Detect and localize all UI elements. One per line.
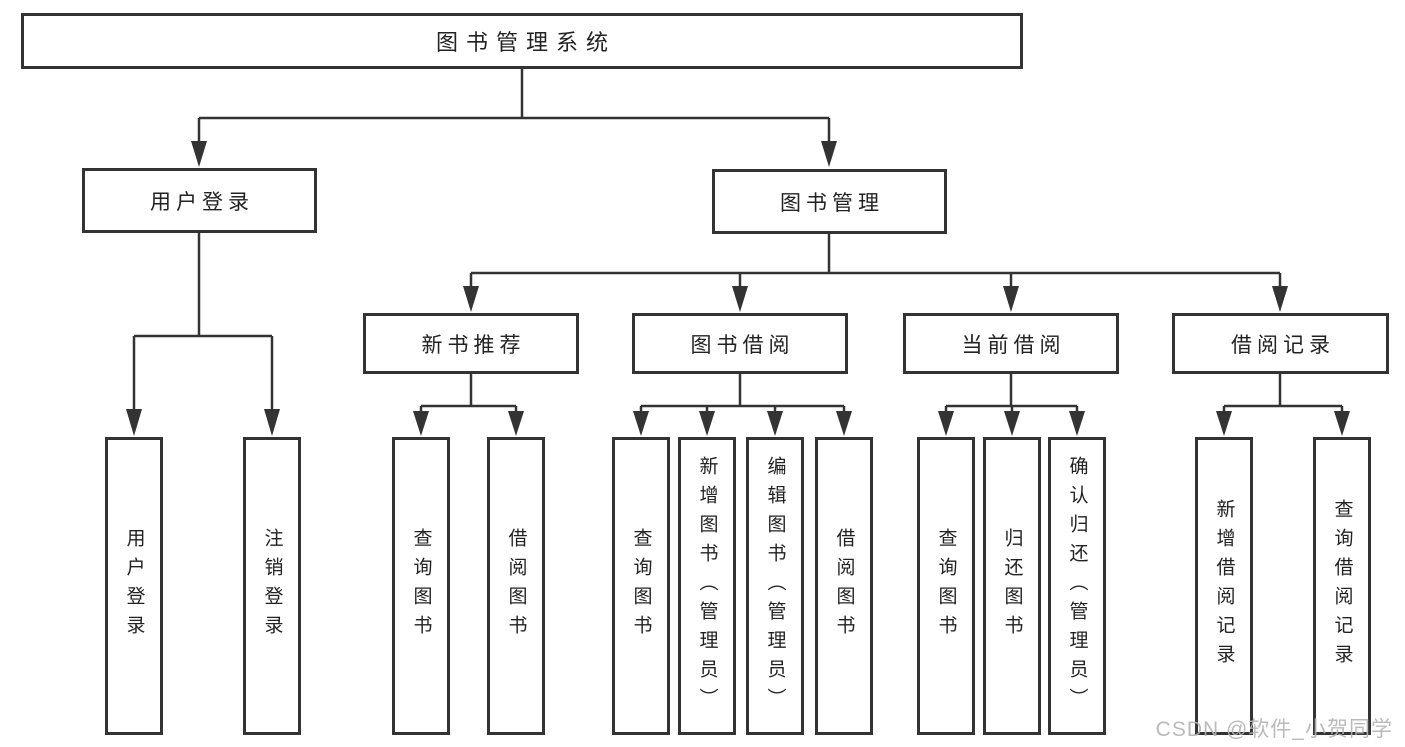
node-book-borrowing: 图书借阅 [632,313,848,374]
arrow-head [938,411,954,436]
node-book-management: 图书管理 [712,169,947,234]
arrow-head [463,286,479,312]
watermark: CSDN @软件_小贺同学 [1155,718,1393,741]
arrow-head [732,286,748,312]
arrow-head [699,411,715,436]
leaf-edit-books-admin: 编辑图书（管理员） [746,437,804,735]
node-borrowing-records: 借阅记录 [1172,313,1389,374]
leaf-query-books-current: 查询图书 [917,437,975,735]
arrow-head [1069,411,1085,436]
leaf-add-books-admin: 新增图书（管理员） [678,437,736,735]
leaf-query-books-borrowing: 查询图书 [612,437,670,735]
arrow-head [633,411,649,436]
arrow-head [1334,411,1350,436]
leaf-return-books: 归还图书 [983,437,1041,735]
arrow-head [508,411,524,436]
arrow-head [767,411,783,436]
node-current-borrowing: 当前借阅 [903,313,1119,374]
leaf-confirm-return-admin: 确认归还（管理员） [1048,437,1106,735]
leaf-query-books-recommend: 查询图书 [392,437,450,735]
arrow-head [126,409,142,436]
leaf-logout: 注销登录 [243,437,301,735]
leaf-borrow-books-borrowing: 借阅图书 [815,437,873,735]
arrow-head [821,141,837,167]
node-library-management-system: 图书管理系统 [21,13,1023,69]
arrow-head [1272,286,1288,312]
leaf-add-borrow-record: 新增借阅记录 [1195,437,1253,735]
arrow-head [413,411,429,436]
arrow-head [1003,286,1019,312]
node-user-login: 用户登录 [82,168,317,233]
leaf-query-borrow-record: 查询借阅记录 [1313,437,1371,735]
arrow-head [1004,411,1020,436]
arrow-head [264,409,280,436]
leaf-borrow-books-recommend: 借阅图书 [487,437,545,735]
node-new-book-recommend: 新书推荐 [363,313,579,374]
arrow-head [191,141,207,167]
arrow-head [836,411,852,436]
arrow-head [1216,411,1232,436]
connector-path [132,69,1344,413]
leaf-user-login: 用户登录 [105,437,163,735]
